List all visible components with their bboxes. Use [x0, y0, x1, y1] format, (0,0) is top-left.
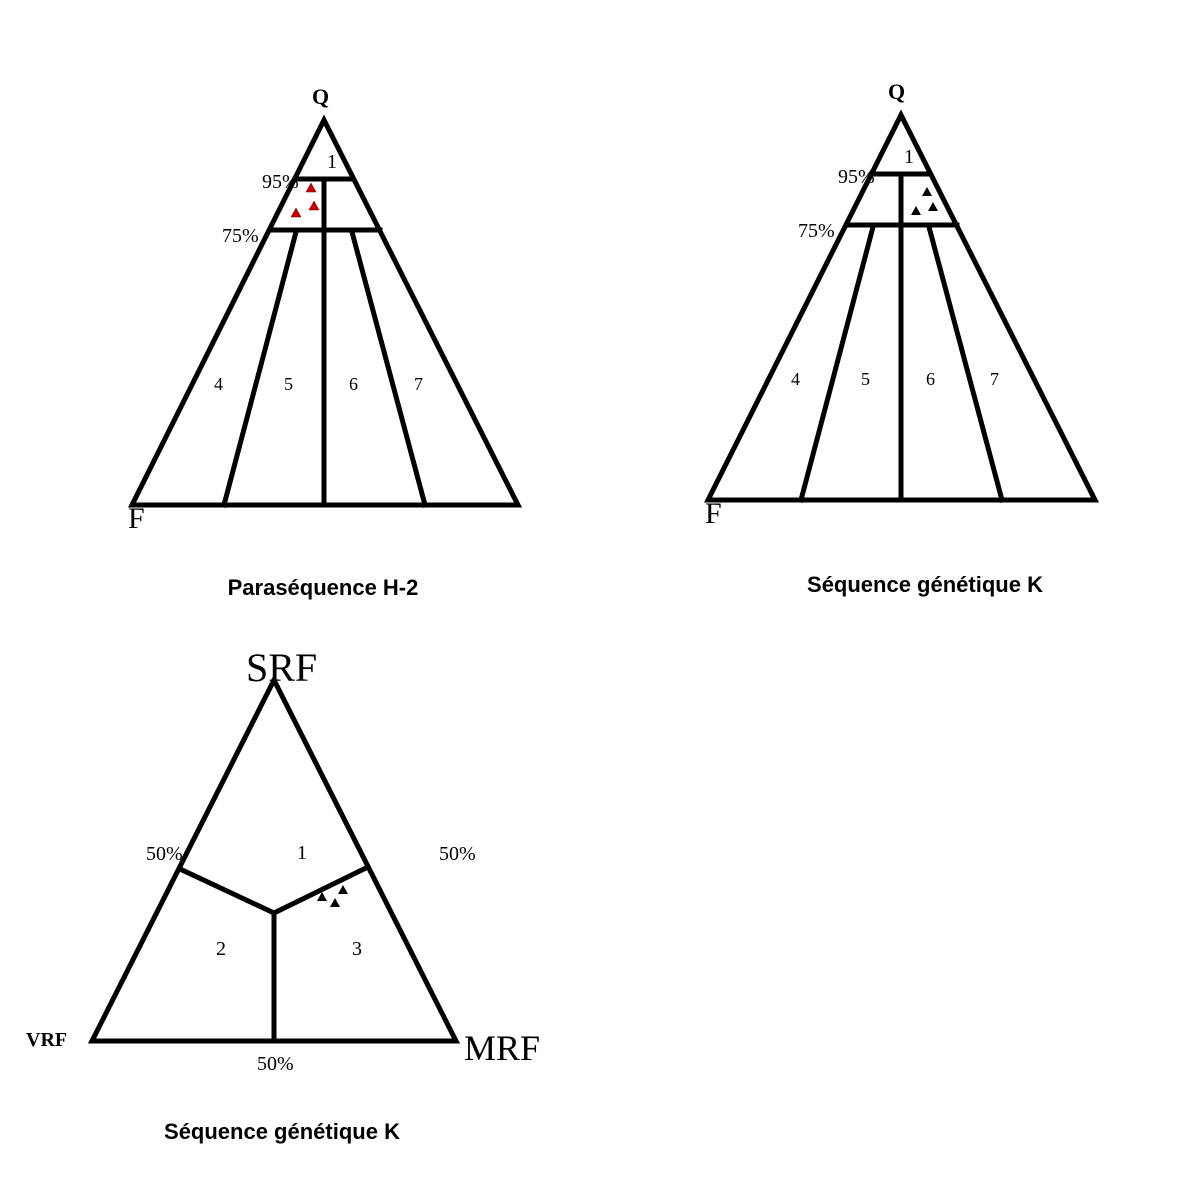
apex-label: Q	[888, 79, 905, 104]
diagram-title: Séquence génétique K	[807, 572, 1043, 597]
field-divider	[797, 223, 877, 504]
qfl-diagram-1: Q F 95% 75% 1 4 5 6 7 Paraséquence H-2	[127, 84, 523, 600]
field-divider	[925, 223, 1006, 504]
sample-points	[911, 187, 938, 215]
right-label: MRF	[464, 1028, 540, 1068]
sample-points	[290, 182, 320, 218]
field-label: 1	[297, 842, 307, 864]
field-divider	[176, 865, 278, 917]
percent-label: 50%	[146, 843, 183, 865]
apex-label: SRF	[246, 645, 317, 690]
field-label: 5	[284, 374, 293, 394]
triangle-marker	[922, 187, 932, 196]
field-label: 4	[791, 369, 800, 389]
field-label: 7	[990, 369, 999, 389]
left-label: F	[705, 497, 722, 530]
triangle-marker	[338, 885, 348, 894]
diagram-title: Séquence génétique K	[164, 1119, 400, 1144]
field-label: 5	[861, 369, 870, 389]
field-label: 2	[216, 938, 226, 960]
field-label: 6	[349, 374, 358, 394]
triangle-marker	[928, 202, 938, 211]
field-label: 6	[926, 369, 935, 389]
sample-points	[317, 885, 348, 907]
qfl-diagram-2: Q F 95% 75% 1 4 5 6 7 Séquence génétique…	[703, 79, 1100, 597]
field-label: 1	[327, 151, 337, 173]
field-label: 4	[214, 374, 223, 394]
percent-label: 95%	[838, 166, 875, 188]
triangle-marker	[911, 206, 921, 215]
field-divider	[348, 228, 429, 509]
diagram-title: Paraséquence H-2	[228, 575, 419, 600]
percent-label: 50%	[257, 1053, 294, 1075]
triangle-marker	[330, 898, 340, 907]
triangle-marker	[317, 892, 327, 901]
left-label: VRF	[26, 1029, 67, 1051]
field-divider	[220, 228, 300, 509]
field-label: 7	[414, 374, 423, 394]
triangle-marker	[308, 200, 320, 211]
percent-label: 75%	[222, 225, 259, 247]
triangle-marker	[290, 207, 302, 218]
left-label: F	[128, 502, 145, 535]
percent-label: 95%	[262, 171, 299, 193]
triangle-marker	[305, 182, 317, 193]
percent-label: 50%	[439, 843, 476, 865]
apex-label: Q	[312, 84, 329, 109]
rock-fragment-diagram: SRF VRF MRF 50% 50% 50% 1 2 3 Séquence g…	[26, 645, 540, 1144]
percent-label: 75%	[798, 220, 835, 242]
field-label: 1	[904, 146, 914, 168]
field-divider	[270, 863, 372, 917]
field-label: 3	[352, 938, 362, 960]
